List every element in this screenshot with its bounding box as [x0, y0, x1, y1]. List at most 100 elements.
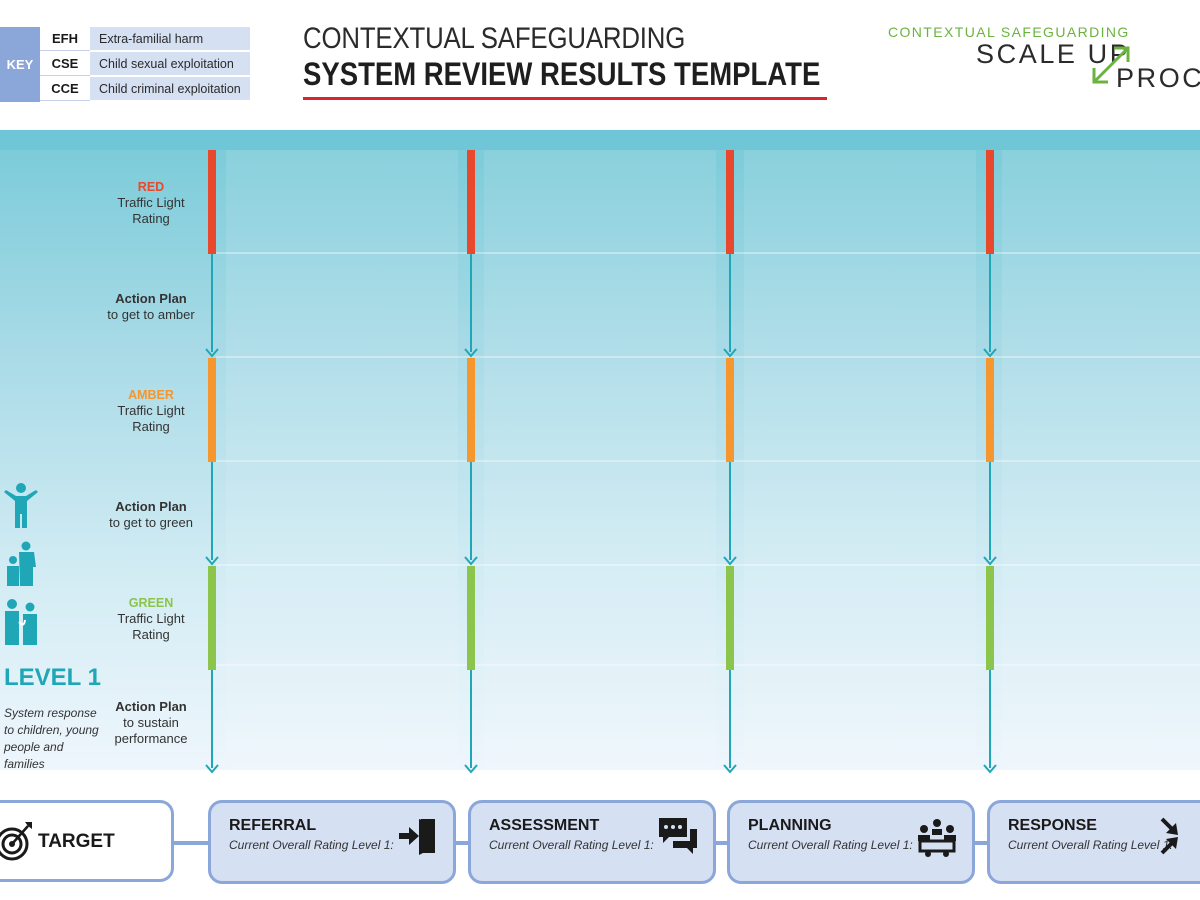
level-description: System response to children, young peopl… — [4, 706, 99, 771]
stage-subtitle: Current Overall Rating Level 1: — [489, 838, 654, 852]
row-divider — [216, 356, 1200, 358]
amber-rating-bar — [467, 358, 475, 462]
ratings-band-header — [0, 130, 1200, 150]
label-line: to get to green — [109, 515, 193, 530]
label-line: Rating — [132, 419, 170, 434]
green-rating-bar — [208, 566, 216, 670]
stage-title: REFERRAL — [229, 817, 317, 834]
amber-rating-bar — [208, 358, 216, 462]
arrow-down-icon — [723, 556, 737, 566]
adult-child-icon — [5, 599, 37, 645]
flow-line — [729, 670, 731, 768]
column-cell-referral — [226, 150, 458, 768]
arrow-down-icon — [205, 764, 219, 774]
row-divider — [216, 564, 1200, 566]
rating-word-amber: AMBER — [128, 388, 174, 402]
column-cell-response — [1002, 150, 1200, 768]
arrows-inward-icon — [1160, 817, 1178, 855]
row-divider — [216, 252, 1200, 254]
flow-line — [211, 462, 213, 560]
arrow-down-icon — [464, 556, 478, 566]
door-enter-icon — [399, 819, 435, 855]
target-box — [0, 800, 174, 882]
green-rating-bar — [467, 566, 475, 670]
arrow-down-icon — [723, 348, 737, 358]
label-action-amber: Action Plan to get to amber — [100, 291, 202, 323]
stage-subtitle: Current Overall Rating Level 1: — [748, 838, 913, 852]
arrow-down-icon — [205, 556, 219, 566]
label-line: Traffic Light — [117, 403, 185, 418]
target-icon — [0, 822, 32, 861]
label-line: Traffic Light — [117, 195, 185, 210]
label-green-rating: GREEN Traffic Light Rating — [100, 595, 202, 643]
chat-bubbles-icon — [659, 818, 697, 854]
red-rating-bar — [986, 150, 994, 254]
label-line: to sustain — [123, 715, 179, 730]
label-action-green: Action Plan to get to green — [100, 499, 202, 531]
arrow-down-icon — [205, 348, 219, 358]
key-abbr: CCE — [40, 77, 90, 101]
row-divider — [216, 460, 1200, 462]
arrow-down-icon — [983, 556, 997, 566]
arrow-down-icon — [464, 348, 478, 358]
amber-rating-bar — [986, 358, 994, 462]
label-bold: Action Plan — [115, 291, 187, 306]
label-bold: Action Plan — [115, 699, 187, 714]
flow-line — [989, 462, 991, 560]
green-rating-bar — [986, 566, 994, 670]
title-underline — [303, 97, 827, 100]
logo-arrows-icon — [1092, 46, 1130, 84]
flow-line — [989, 254, 991, 352]
stage-response: RESPONSE Current Overall Rating Level 1: — [987, 800, 1200, 884]
stage-title: PLANNING — [748, 817, 832, 834]
label-line: Rating — [132, 211, 170, 226]
flow-line — [989, 670, 991, 768]
logo-top-text: CONTEXTUAL SAFEGUARDING — [888, 24, 1130, 40]
label-line: performance — [114, 731, 188, 746]
flow-line — [729, 254, 731, 352]
red-rating-bar — [208, 150, 216, 254]
label-amber-rating: AMBER Traffic Light Rating — [100, 387, 202, 435]
rating-word-red: RED — [137, 180, 165, 194]
label-bold: Action Plan — [115, 499, 187, 514]
label-line: Rating — [132, 627, 170, 642]
stage-subtitle: Current Overall Rating Level 1: — [229, 838, 394, 852]
arrow-down-icon — [464, 764, 478, 774]
logo-mid-text: SCALE UP — [976, 39, 1131, 69]
title-line-1: CONTEXTUAL SAFEGUARDING — [303, 22, 686, 55]
target-label: TARGET — [38, 831, 115, 852]
rating-word-green: GREEN — [128, 596, 174, 610]
key-row-cse: CSE Child sexual exploitation — [40, 52, 250, 76]
meeting-table-icon — [918, 819, 956, 857]
arrow-down-icon — [983, 764, 997, 774]
green-rating-bar — [726, 566, 734, 670]
key-label: KEY — [0, 27, 40, 102]
stage-title: RESPONSE — [1008, 817, 1097, 834]
logo-bottom-text: PROCE — [1116, 63, 1200, 93]
flow-line — [470, 462, 472, 560]
key-abbr: EFH — [40, 27, 90, 51]
arrow-down-icon — [983, 348, 997, 358]
stage-title: ASSESSMENT — [489, 817, 600, 834]
child-icon — [4, 483, 38, 528]
stage-planning: PLANNING Current Overall Rating Level 1: — [727, 800, 975, 884]
key-desc: Extra-familial harm — [90, 27, 250, 51]
column-cell-assessment — [484, 150, 716, 768]
title-line-2: SYSTEM REVIEW RESULTS TEMPLATE — [303, 56, 821, 92]
label-line: Traffic Light — [117, 611, 185, 626]
column-cell-planning — [744, 150, 976, 768]
flow-line — [729, 462, 731, 560]
label-action-sustain: Action Plan to sustain performance — [100, 699, 202, 747]
red-rating-bar — [726, 150, 734, 254]
red-rating-bar — [467, 150, 475, 254]
flow-line — [470, 670, 472, 768]
label-red-rating: RED Traffic Light Rating — [100, 179, 202, 227]
row-divider — [216, 664, 1200, 666]
key-abbr: CSE — [40, 52, 90, 76]
key-row-efh: EFH Extra-familial harm — [40, 27, 250, 51]
arrow-down-icon — [723, 764, 737, 774]
stage-referral: REFERRAL Current Overall Rating Level 1: — [208, 800, 456, 884]
ratings-band — [0, 130, 1200, 770]
amber-rating-bar — [726, 358, 734, 462]
flow-line — [211, 670, 213, 768]
